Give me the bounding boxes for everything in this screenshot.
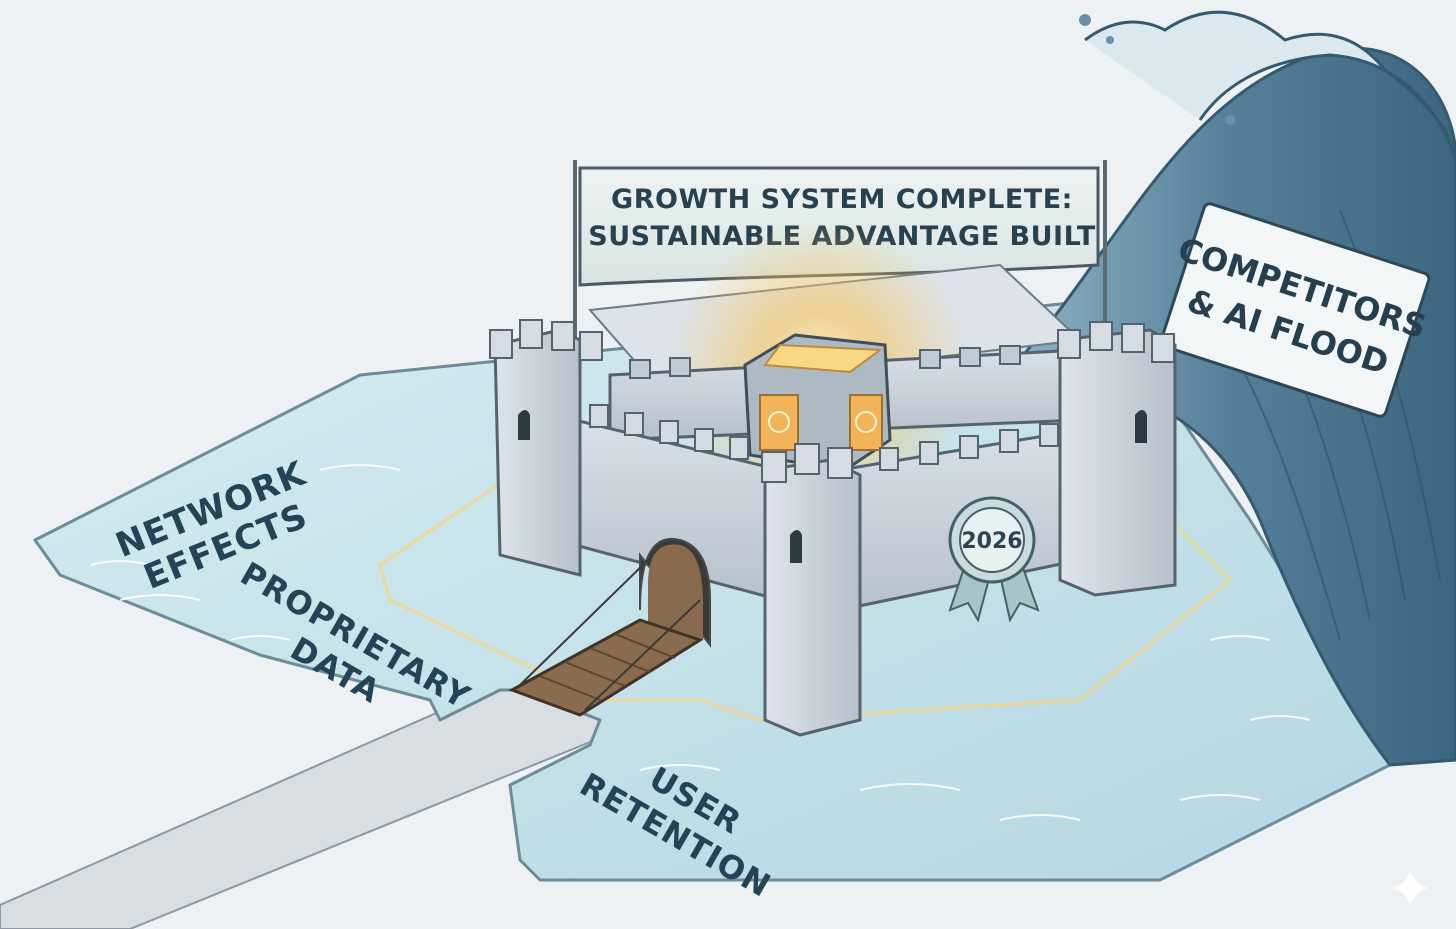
svg-text:GROWTH SYSTEM COMPLETE:: GROWTH SYSTEM COMPLETE: — [611, 184, 1073, 215]
wave-sign: COMPETITORS & AI FLOOD — [1159, 202, 1431, 418]
water-ripples — [89, 464, 1311, 821]
banner: GROWTH SYSTEM COMPLETE: SUSTAINABLE ADVA… — [573, 160, 1107, 345]
entrance-path — [0, 683, 601, 929]
sparkle-icon — [1392, 870, 1428, 906]
wave-icon — [1006, 10, 1456, 767]
award-seal-icon: 2026 — [948, 496, 1040, 623]
glowing-core-icon — [743, 333, 892, 472]
svg-text:2026: 2026 — [961, 529, 1022, 554]
drawbridge-icon — [508, 559, 704, 717]
